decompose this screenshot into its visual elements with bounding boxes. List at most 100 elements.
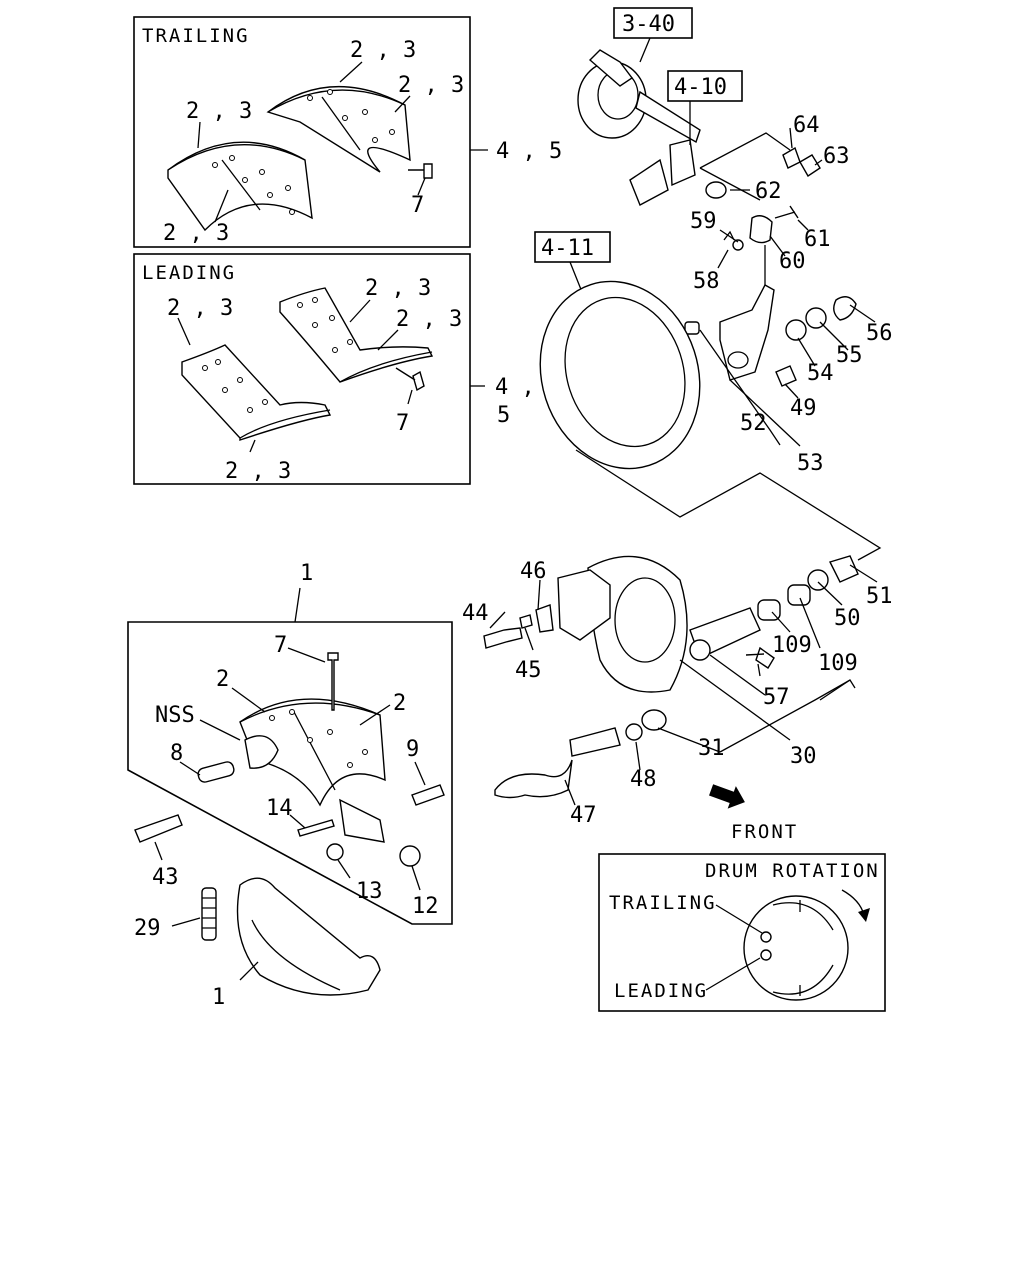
bushing-icon [399, 845, 421, 867]
callout-48: 48 [630, 767, 657, 792]
air-chamber-assembly: 3-40 4-10 [577, 7, 791, 206]
callout-2-3: 2 , 3 [167, 296, 233, 321]
shoe-web-icon [339, 798, 385, 843]
anchor-pin-icon [134, 814, 183, 843]
shoe-assembly-kit: 1 7 2 2 NSS 8 9 14 13 12 [127, 561, 453, 925]
ref-3-40: 3-40 [622, 12, 675, 37]
callout-29: 29 [134, 916, 161, 941]
callout-46: 46 [520, 559, 547, 584]
callout-61: 61 [804, 227, 831, 252]
push-rod-icon [635, 90, 701, 144]
callout-8: 8 [170, 741, 183, 766]
anchor-bracket-icon [557, 569, 611, 641]
callout-13: 13 [356, 879, 383, 904]
bolt-icon [483, 627, 523, 649]
seal-icon [641, 709, 667, 731]
callout-2-3: 2 , 3 [365, 276, 431, 301]
washer-icon [785, 319, 807, 341]
leading-title: LEADING [142, 262, 236, 284]
drum-rotation-frame [598, 853, 886, 1012]
callout-2-3: 2 , 3 [350, 38, 416, 63]
rivet-icon [408, 163, 433, 179]
drum-icon [743, 895, 849, 1001]
drum-trailing-label: TRAILING [609, 892, 717, 914]
callout-9: 9 [406, 737, 419, 762]
s-cam-head-icon [494, 759, 573, 799]
callout-62: 62 [755, 179, 782, 204]
ref-4-10: 4-10 [674, 75, 727, 100]
rotation-arrow-icon [858, 908, 870, 922]
kit-frame [127, 621, 453, 925]
callout-53: 53 [797, 451, 824, 476]
callout-1: 1 [212, 985, 225, 1010]
callout-30: 30 [790, 744, 817, 769]
slack-adjuster-cluster: 64 63 62 61 59 60 58 56 55 54 49 52 53 [684, 113, 893, 476]
callout-47: 47 [570, 803, 597, 828]
ref-4-11: 4-11 [541, 236, 594, 261]
callout-57: 57 [763, 685, 790, 710]
trailing-shoe-box: TRAILING 2 , 3 2 , 3 2 , 3 2 , 3 7 [133, 16, 562, 248]
leading-box-frame [133, 253, 471, 485]
snap-ring-icon [833, 296, 857, 321]
clevis-icon [749, 215, 773, 244]
nss-label: NSS [155, 703, 195, 728]
ref-box-3-40 [613, 7, 693, 39]
callout-5: 5 [497, 403, 510, 428]
drum-leading-label: LEADING [614, 980, 708, 1002]
trailing-box-frame [133, 16, 471, 248]
rivet-icon [395, 367, 425, 392]
spider-camshaft-assembly: 46 44 45 51 50 109 109 57 31 30 48 47 [462, 555, 893, 828]
dust-shield-icon [539, 280, 701, 470]
anchor-pin-trailing-icon [760, 931, 772, 943]
spider-icon [587, 555, 688, 693]
washer-icon [807, 569, 829, 591]
grease-fitting-icon [775, 365, 797, 387]
callout-54: 54 [807, 361, 834, 386]
callout-43: 43 [152, 865, 179, 890]
callout-14: 14 [266, 796, 293, 821]
washer-icon [519, 614, 533, 629]
callout-31: 31 [698, 736, 725, 761]
trailing-title: TRAILING [142, 25, 250, 47]
anchor-pin-leading-icon [760, 949, 772, 961]
washer-icon [326, 843, 344, 861]
callout-49: 49 [790, 396, 817, 421]
front-label: FRONT [731, 821, 798, 843]
ref-box-4-10 [667, 70, 743, 102]
callout-2-3: 2 , 3 [186, 99, 252, 124]
lining-rivet-holes-4 [297, 297, 353, 353]
camshaft-icon [569, 727, 621, 757]
seal-icon [829, 555, 859, 583]
roller-pin-icon [197, 761, 235, 783]
plate-icon [535, 604, 554, 633]
callout-2: 2 [393, 691, 406, 716]
lining-rivet-holes [212, 155, 295, 215]
callout-60: 60 [779, 249, 806, 274]
callout-109: 109 [818, 651, 858, 676]
leading-lining-left [181, 344, 332, 441]
callout-2-3: 2 , 3 [396, 307, 462, 332]
callout-4-5: 4 , 5 [496, 139, 562, 164]
bushing-icon [787, 584, 811, 606]
callout-7: 7 [274, 633, 287, 658]
callout-2-3: 2 , 3 [163, 221, 229, 246]
callout-51: 51 [866, 584, 893, 609]
callout-63: 63 [823, 144, 850, 169]
nut-icon [799, 154, 821, 177]
clevis-pin-icon [774, 205, 799, 219]
callout-64: 64 [793, 113, 820, 138]
drum-rotation-title: DRUM ROTATION [705, 860, 880, 882]
lining-rivet-holes-2 [307, 89, 395, 143]
callout-2: 2 [216, 667, 229, 692]
nut-icon [705, 181, 727, 199]
trailing-lining-left [167, 141, 313, 232]
drum-rotation-box: DRUM ROTATION TRAILING LEADING [598, 853, 886, 1012]
ref-box-4-11 [534, 231, 611, 263]
anchor-pin-icon [411, 784, 445, 806]
slack-adjuster-icon [719, 284, 775, 381]
callout-52: 52 [740, 411, 767, 436]
front-indicator: FRONT [709, 784, 798, 843]
spring-pin-icon [297, 819, 335, 837]
